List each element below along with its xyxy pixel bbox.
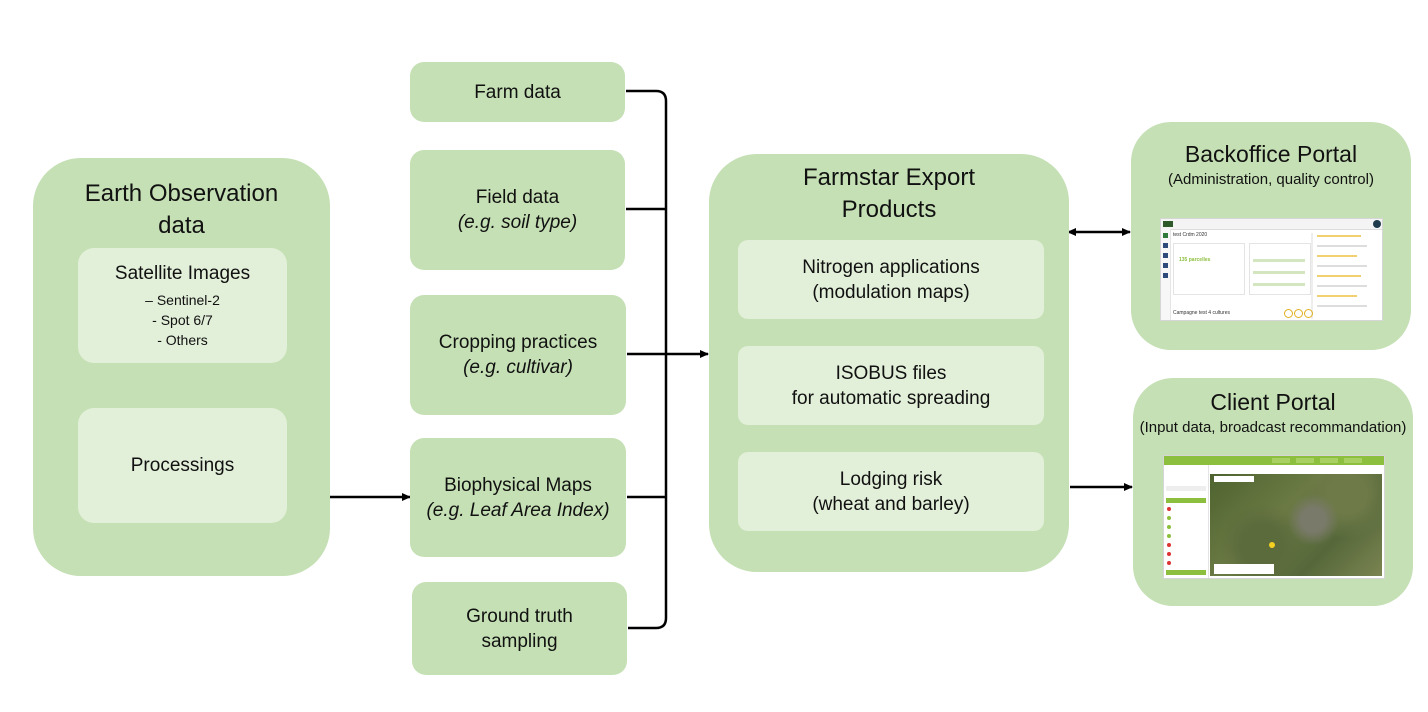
source-example: (e.g. cultivar) [463, 357, 573, 378]
source-ground-truth: Ground truth sampling [412, 582, 627, 675]
eo-title: Earth Observation data [85, 178, 278, 242]
backoffice-shot-heading: test Crdm 2020 [1173, 232, 1208, 238]
processings-label: Processings [130, 454, 235, 476]
source-field-data: Field data (e.g. soil type) [410, 150, 625, 270]
client-subtitle: (Input data, broadcast recommandation) [1139, 419, 1407, 436]
export-title-line2: Products [841, 196, 937, 223]
source-example: (e.g. soil type) [457, 212, 578, 233]
satellite-item-others: - Others [157, 331, 208, 348]
logo-icon [1163, 221, 1173, 227]
backoffice-shot-footer: Campagne test 4 cultures [1173, 310, 1230, 316]
source-example-line2: sampling [481, 630, 558, 652]
source-biophysical-maps: Biophysical Maps (e.g. Leaf Area Index) [410, 438, 626, 557]
source-label: Farm data [474, 81, 561, 103]
backoffice-subtitle: (Administration, quality control) [1168, 171, 1374, 188]
source-example: (e.g. Leaf Area Index) [426, 499, 610, 521]
client-title: Client Portal [1210, 389, 1336, 415]
sources-bracket [626, 89, 668, 630]
client-screenshot [1163, 455, 1385, 579]
backoffice-title: Backoffice Portal [1184, 141, 1358, 167]
product-line2: (wheat and barley) [812, 493, 970, 515]
avatar [1373, 220, 1381, 228]
satellite-images-box: Satellite Images – Sentinel-2 - Spot 6/7… [78, 248, 287, 363]
source-farm-data: Farm data [410, 62, 625, 122]
eo-title-line1: Earth Observation [84, 180, 279, 207]
product-line1: Nitrogen applications [802, 256, 980, 278]
backoffice-screenshot: test Crdm 2020 135 parcelles Campagne te… [1160, 218, 1383, 321]
product-lodging: Lodging risk (wheat and barley) [738, 452, 1044, 531]
source-label: Biophysical Maps [444, 474, 592, 496]
satellite-item-spot: - Spot 6/7 [152, 311, 213, 328]
product-line2: (modulation maps) [812, 281, 970, 303]
eo-title-line2: data [158, 212, 205, 239]
source-label: Ground truth [466, 605, 573, 627]
satellite-map [1210, 474, 1382, 576]
source-label: Field data [475, 187, 560, 208]
product-line2: for automatic spreading [791, 387, 991, 409]
satellite-title: Satellite Images [114, 262, 251, 284]
satellite-item-sentinel: – Sentinel-2 [145, 291, 220, 308]
product-nitrogen: Nitrogen applications (modulation maps) [738, 240, 1044, 319]
export-title-line1: Farmstar Export [802, 164, 976, 191]
export-title: Farmstar Export Products [803, 162, 975, 226]
processings-box: Processings [78, 408, 287, 523]
source-label: Cropping practices [438, 332, 598, 353]
backoffice-shot-count: 135 parcelles [1179, 257, 1211, 263]
source-cropping-practices: Cropping practices (e.g. cultivar) [410, 295, 626, 415]
product-line1: ISOBUS files [835, 362, 947, 384]
product-isobus: ISOBUS files for automatic spreading [738, 346, 1044, 425]
product-line1: Lodging risk [839, 468, 943, 490]
